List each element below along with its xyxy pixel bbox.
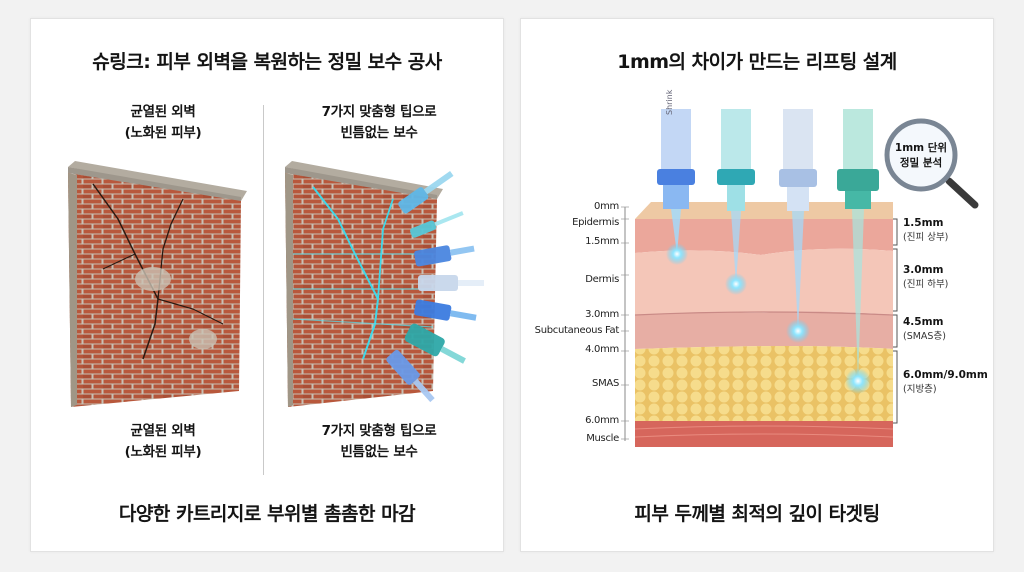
depth-annotation: 1.5mm (진피 상부) [903,217,949,243]
scale-label: SMAS [592,378,619,389]
depth-annotation: 3.0mm (진피 하부) [903,264,949,290]
left-panel-title: 슈링크: 피부 외벽을 복원하는 정밀 보수 공사 [92,51,442,73]
scale-label: 1.5mm [585,236,619,247]
scale-label: Muscle [586,433,619,444]
before-top-caption: 균열된 외벽 (노화된 피부) [124,104,202,141]
scale-label: Subcutaneous Fat [534,325,620,336]
cartridge-tips [386,170,484,403]
handpiece-4 [837,109,879,381]
right-panel-title: 1mm의 차이가 만드는 리프팅 설계 [617,51,897,73]
handpiece-1 [657,109,695,254]
scale-label: Epidermis [572,217,619,228]
panel-divider [263,105,264,475]
handpiece-brand-label: Shrink [665,89,674,115]
magnifier-text: 1mm 단위 정밀 분석 [894,142,948,169]
magnifier-icon [884,118,979,209]
scale-label: 3.0mm [585,309,619,320]
skin-layer-diagram [621,109,979,447]
glow-point-3 [786,319,810,343]
repaired-brick-wall-image [285,161,484,407]
left-panel: 슈링크: 피부 외벽을 복원하는 정밀 보수 공사 균열된 외벽 (노화된 피부… [30,18,504,552]
handpiece-3 [779,109,817,331]
after-top-caption: 7가지 맞춤형 팁으로 빈틈없는 보수 [321,104,437,141]
right-panel: 1mm의 차이가 만드는 리프팅 설계 [520,18,994,552]
depth-annotation: 6.0mm/9.0mm (지방층) [903,369,988,395]
after-bottom-caption: 7가지 맞춤형 팁으로 빈틈없는 보수 [321,423,437,460]
before-bottom-caption: 균열된 외벽 (노화된 피부) [124,423,202,460]
glow-point-2 [725,273,747,295]
scale-label: 4.0mm [585,344,619,355]
glow-point-4 [845,368,871,394]
scale-label: Dermis [585,274,619,285]
left-panel-footer: 다양한 카트리지로 부위별 촘촘한 마감 [118,503,416,525]
depth-annotation: 4.5mm (SMAS층) [903,316,946,342]
scale-label: 0mm [594,201,619,212]
glow-point-1 [666,243,688,265]
scale-label: 6.0mm [585,415,619,426]
handpiece-2 [717,109,755,284]
cracked-brick-wall-image [68,161,247,407]
right-panel-footer: 피부 두께별 최적의 깊이 타겟팅 [634,503,880,525]
